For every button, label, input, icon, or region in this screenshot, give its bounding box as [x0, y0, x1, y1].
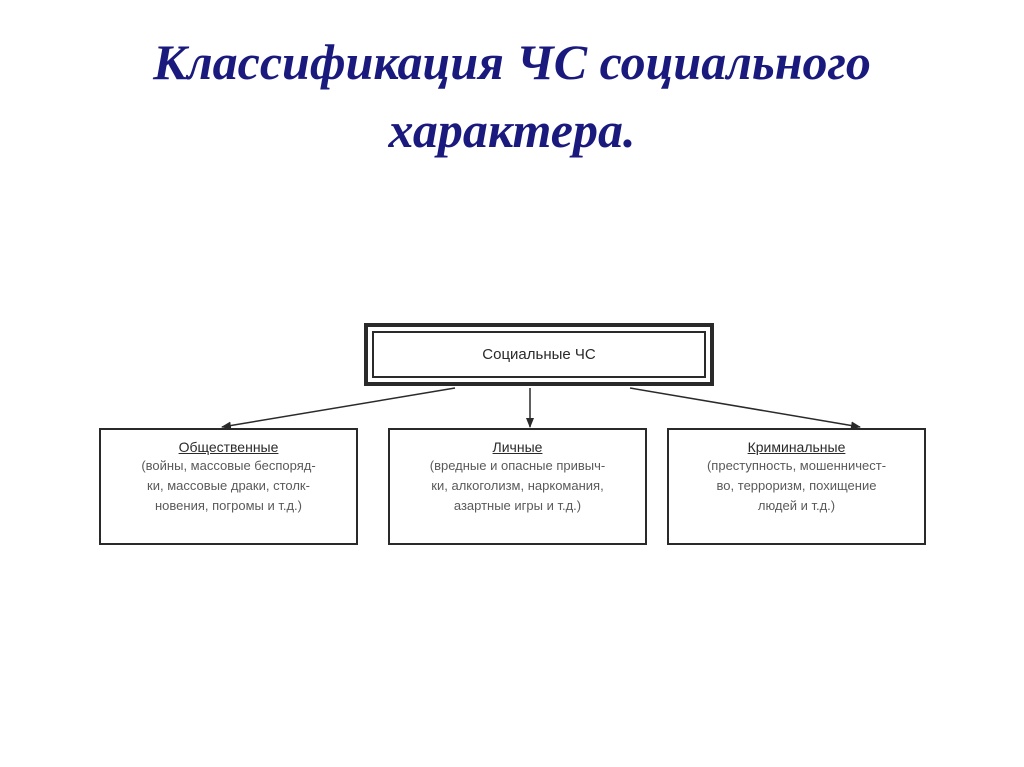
description-line: (вредные и опасные привыч-	[429, 458, 606, 473]
child-node-title: Общественные	[178, 439, 279, 455]
child-node-title: Личные	[492, 439, 543, 455]
description-line: людей и т.д.)	[757, 498, 836, 513]
slide-title-line-2: характера.	[388, 102, 636, 158]
arrow-to-criminal	[629, 387, 861, 430]
child-node-description: (войны, массовые беспоряд- ки, массовые …	[101, 456, 356, 516]
description-line: во, терроризм, похищение	[716, 478, 877, 493]
description-line: ки, алкоголизм, наркомания,	[431, 478, 604, 493]
arrow-to-public	[221, 387, 456, 430]
description-line: новения, погромы и т.д.)	[155, 498, 302, 513]
description-line: (войны, массовые беспоряд-	[141, 458, 316, 473]
description-line: (преступность, мошенничест-	[706, 458, 887, 473]
description-line: азартные игры и т.д.)	[453, 498, 582, 513]
slide-title-line-1: Классификация ЧС социального	[153, 34, 871, 90]
child-node-title: Криминальные	[747, 439, 846, 455]
root-node-inner: Социальные ЧС	[372, 331, 706, 378]
root-node-label: Социальные ЧС	[482, 346, 596, 363]
child-node-criminal: Криминальные (преступность, мошенничест-…	[667, 428, 926, 545]
description-line: ки, массовые драки, столк-	[147, 478, 310, 493]
slide-title: Классификация ЧС социального характера.	[0, 28, 1024, 164]
root-node: Социальные ЧС	[364, 323, 714, 386]
child-node-public: Общественные (войны, массовые беспоряд- …	[99, 428, 358, 545]
child-node-description: (преступность, мошенничест- во, террориз…	[669, 456, 924, 516]
child-node-description: (вредные и опасные привыч- ки, алкоголиз…	[390, 456, 645, 516]
child-node-personal: Личные (вредные и опасные привыч- ки, ал…	[388, 428, 647, 545]
